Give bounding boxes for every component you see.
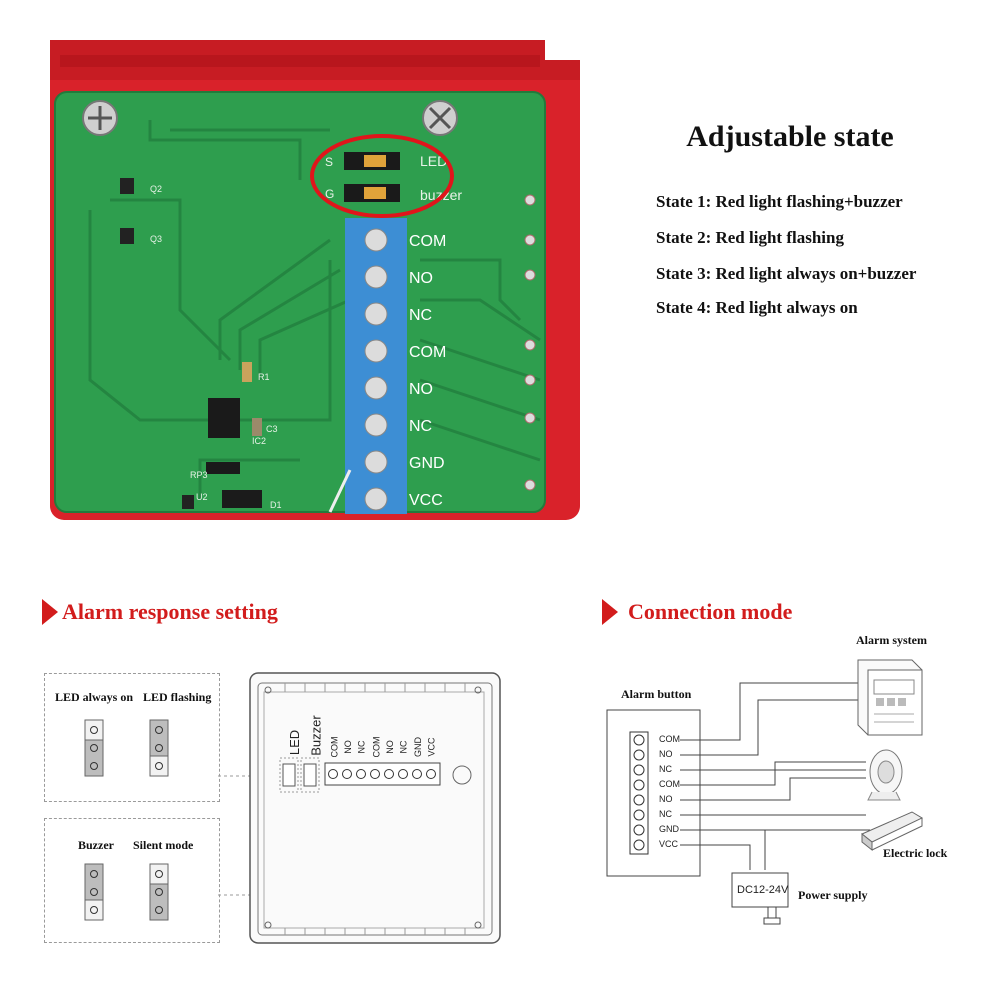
jumper-icon [149, 863, 169, 921]
power-supply-icon [731, 872, 789, 925]
pcb-terminal-block [364, 228, 388, 511]
diagrams [84, 659, 924, 944]
pcb-label: C3 [266, 424, 278, 434]
electric-lock-label: Electric lock [883, 846, 948, 860]
legend-silent-mode: Silent mode [133, 838, 194, 852]
pcb-terminal-label: VCC [409, 492, 443, 509]
power-voltage-label: DC12-24V [737, 884, 789, 896]
jumper-pin-s: S [325, 155, 333, 169]
conn-terminal-label: NO [659, 794, 673, 804]
state-1-text: State 1: Red light flashing+buzzer [656, 192, 903, 211]
legend-box-led [44, 673, 220, 802]
alarm-system-label: Alarm system [856, 633, 927, 647]
jumper-icon [149, 719, 169, 777]
pcb-terminal-label: NO [409, 270, 433, 287]
board-terminal-label: GND [413, 737, 423, 757]
pcb-terminal-label: NO [409, 381, 433, 398]
conn-terminal-label: NO [659, 749, 673, 759]
board-terminal-label: NO [384, 740, 395, 754]
conn-terminal-label: NC [659, 809, 672, 819]
power-supply-label: Power supply [798, 888, 868, 902]
jumper-icon [84, 719, 104, 777]
pcb-label: IC2 [252, 436, 266, 446]
pcb-terminal-label: NC [409, 418, 432, 435]
pcb-terminal-label: COM [409, 233, 446, 250]
jumper-led-label: LED [420, 153, 447, 169]
board-terminal-label: NC [356, 740, 367, 754]
pcb-terminal-label: COM [409, 344, 446, 361]
state-2-text: State 2: Red light flashing [656, 228, 844, 247]
pcb-label: U2 [196, 492, 208, 502]
section-arrow-icon [602, 599, 618, 625]
state-title: Adjustable state [686, 120, 894, 153]
alarm-button-label: Alarm button [621, 687, 692, 701]
board-terminal-label: NO [342, 740, 353, 754]
board-buzzer-label: Buzzer [308, 715, 324, 756]
conn-terminal-label: NC [659, 764, 672, 774]
jumper-icon [84, 863, 104, 921]
pcb-label: Q3 [150, 234, 162, 244]
connection-mode-title: Connection mode [628, 599, 793, 624]
pcb-photo: Q2 Q3 R1 C3 IC2 RP3 U2 D1 LED buzzer S G… [50, 0, 600, 520]
board-terminal-label: VCC [426, 737, 437, 757]
legend-buzzer: Buzzer [78, 838, 114, 852]
highlight-circle [310, 134, 454, 218]
pcb-label: Q2 [150, 184, 162, 194]
board-terminal-label: COM [371, 736, 382, 758]
legend-box-buzzer [44, 818, 220, 943]
conn-terminal-label: COM [659, 779, 680, 789]
jumper-pin-g: G [325, 187, 334, 201]
alarm-system-icon [857, 659, 923, 736]
pcb-label: R1 [258, 372, 270, 382]
siren-icon [867, 749, 903, 801]
board-led-label: LED [287, 729, 303, 756]
legend-led-always-on: LED always on [55, 690, 134, 704]
alarm-response-title: Alarm response setting [62, 599, 278, 624]
legend-led-flashing: LED flashing [143, 690, 212, 704]
screw-icon [82, 100, 458, 136]
pcb-terminal-label: GND [409, 455, 445, 472]
pcb-label: RP3 [190, 470, 208, 480]
electric-lock-icon [861, 811, 924, 852]
state-3-text: State 3: Red light always on+buzzer [656, 264, 917, 283]
pcb-terminal-label: NC [409, 307, 432, 324]
board-terminal-label: NC [398, 740, 409, 754]
state-4-text: State 4: Red light always on [656, 298, 858, 317]
conn-terminal-label: COM [659, 734, 680, 744]
conn-terminal-label: GND [659, 824, 679, 834]
conn-terminal-label: VCC [659, 839, 679, 849]
section-arrow-icon [42, 599, 58, 625]
pcb-label: D1 [270, 500, 282, 510]
board-terminal-label: COM [329, 736, 340, 758]
